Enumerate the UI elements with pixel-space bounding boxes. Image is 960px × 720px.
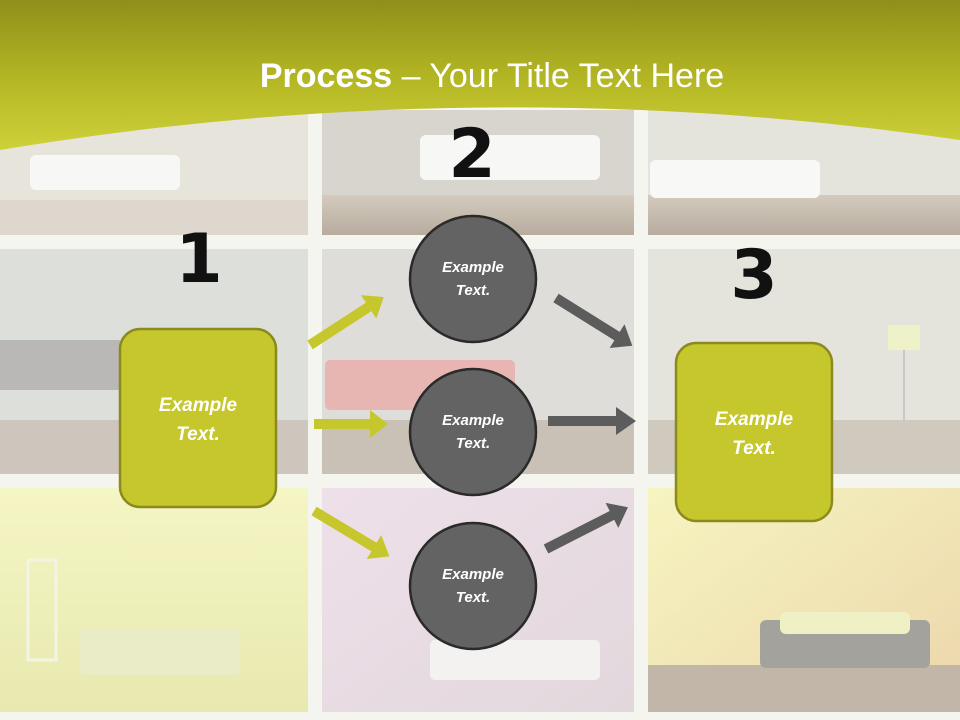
- circle-1-line2: Text.: [456, 282, 490, 299]
- left-box-line1: Example: [159, 395, 238, 416]
- circle-2: Example Text.: [408, 367, 538, 497]
- circle-1-line1: Example: [442, 259, 504, 276]
- arrow-up-right-icon: [543, 502, 628, 554]
- step-number-1: 1: [175, 220, 222, 299]
- room-photo-tile: [0, 488, 308, 720]
- circle-2-line2: Text.: [456, 435, 490, 452]
- arrow-up-right-icon: [307, 295, 384, 350]
- circle-2-line1: Example: [442, 412, 504, 429]
- circle-3: Example Text.: [408, 521, 538, 651]
- sofa-shape: [80, 630, 240, 675]
- step-number-2: 2: [448, 115, 495, 194]
- sofa-shape: [650, 160, 820, 198]
- arrow-down-right-icon: [311, 506, 390, 560]
- arrow-down-right-icon: [553, 293, 633, 349]
- right-box-line1: Example: [715, 409, 794, 430]
- right-text-box: Example Text.: [674, 341, 834, 523]
- left-box-line2: Text.: [176, 424, 220, 445]
- right-box-line2: Text.: [732, 438, 776, 459]
- circle-3-line1: Example: [442, 566, 504, 583]
- gray-arrows: [543, 293, 636, 554]
- step-number-3: 3: [730, 236, 777, 315]
- title-bold: Process: [260, 57, 392, 95]
- slide-title: Process – Your Title Text Here: [260, 57, 724, 95]
- sofa-shape: [30, 155, 180, 190]
- arrow-right-icon: [314, 410, 388, 438]
- circle-1: Example Text.: [408, 214, 538, 344]
- header-band: [0, 0, 960, 150]
- green-arrows: [307, 295, 390, 560]
- title-rest: – Your Title Text Here: [392, 57, 724, 95]
- left-text-box: Example Text.: [118, 327, 278, 509]
- arrow-right-icon: [548, 407, 636, 435]
- circle-3-line2: Text.: [456, 589, 490, 606]
- sofa-shape: [420, 135, 600, 180]
